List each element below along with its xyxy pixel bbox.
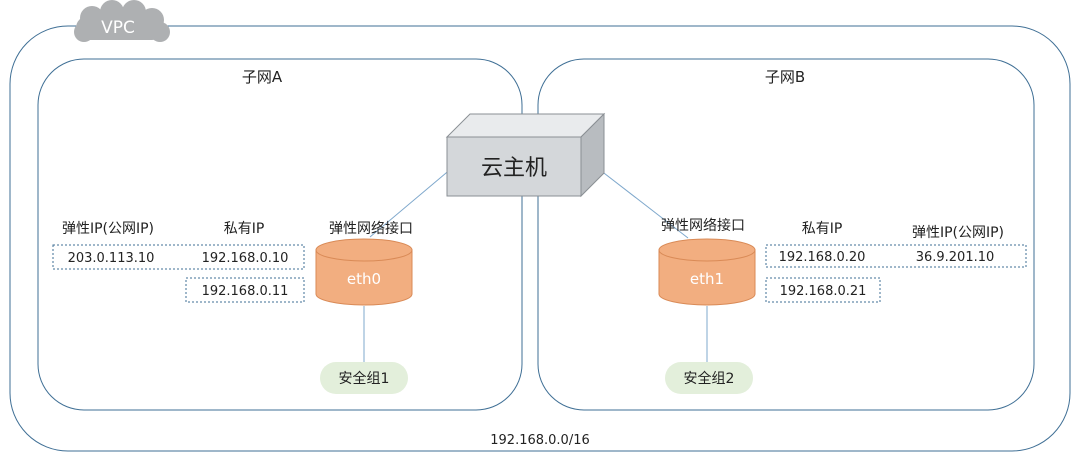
subnet-b-ip-row-box	[765, 244, 1027, 268]
subnet-b-boundary	[537, 58, 1035, 411]
subnet-b-title: 子网B	[765, 68, 805, 86]
eni-eth0-cylinder	[315, 238, 413, 306]
subnet-b-elastic-ip-header: 弹性IP(公网IP)	[912, 225, 1004, 241]
vpc-label: VPC	[101, 18, 135, 38]
subnet-a-boundary	[37, 58, 523, 411]
eni-eth1-label: eth1	[690, 270, 724, 288]
subnet-a-elastic-ip-header: 弹性IP(公网IP)	[62, 221, 154, 237]
subnet-a-private-ip-header: 私有IP	[224, 221, 265, 237]
vpc-cidr-label: 192.168.0.0/16	[490, 433, 590, 448]
subnet-a-private-ip-1: 192.168.0.10	[202, 251, 289, 266]
eni-eth0-label: eth0	[347, 270, 381, 288]
eni-eth1-cylinder	[658, 238, 756, 306]
subnet-b-private-ip-2: 192.168.0.21	[780, 284, 867, 299]
subnet-a-elastic-ip: 203.0.113.10	[68, 251, 155, 266]
subnet-a-ip-row-box	[52, 244, 305, 270]
connector-host-eth0	[369, 167, 453, 238]
subnet-a-private-ip-2-box	[185, 277, 305, 303]
subnet-b-private-ip-1: 192.168.0.20	[779, 250, 866, 265]
vpc-cloud-icon	[74, 0, 170, 42]
security-group-1-label: 安全组1	[339, 370, 390, 387]
cloud-host-label: 云主机	[481, 156, 547, 181]
subnet-a-title: 子网A	[242, 68, 283, 86]
subnet-b-eni-header: 弹性网络接口	[661, 217, 745, 234]
subnet-b-private-ip-header: 私有IP	[802, 221, 843, 237]
subnet-a-eni-header: 弹性网络接口	[329, 220, 413, 237]
subnet-b-private-ip-2-box	[765, 277, 881, 303]
subnet-a-private-ip-2: 192.168.0.11	[202, 284, 289, 299]
security-group-2-badge	[665, 362, 753, 394]
connector-host-eth1	[599, 169, 689, 239]
vpc-boundary	[9, 25, 1071, 452]
subnet-b-elastic-ip: 36.9.201.10	[916, 250, 995, 265]
cloud-host-icon	[445, 112, 606, 198]
security-group-1-badge	[320, 362, 408, 394]
security-group-2-label: 安全组2	[684, 370, 735, 387]
